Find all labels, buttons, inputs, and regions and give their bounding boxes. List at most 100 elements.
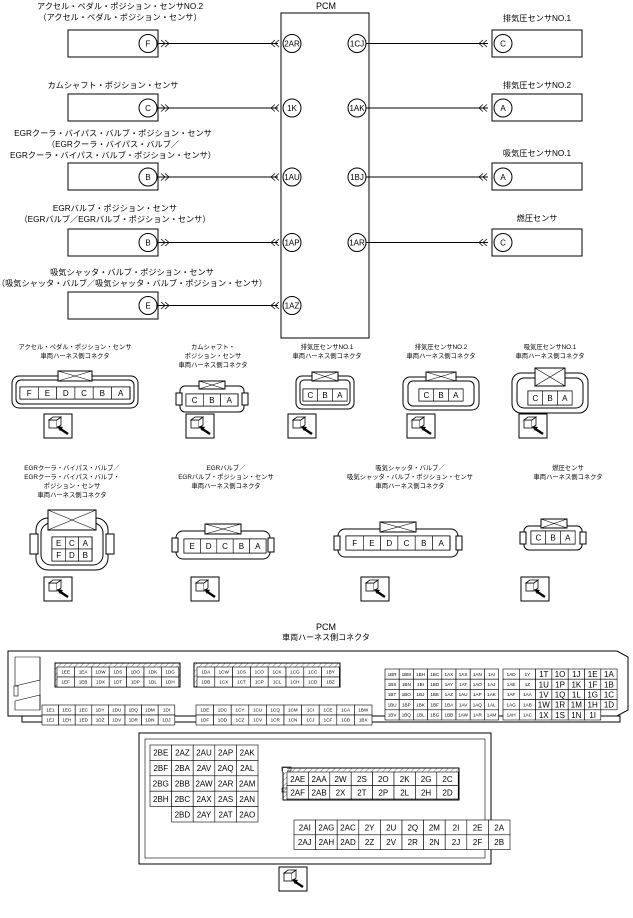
pin-label: 1BZ (326, 680, 335, 685)
pin-label: 1AQ (473, 702, 483, 707)
pin-cell: A (111, 386, 131, 400)
pin-cell: D (56, 386, 76, 400)
pin-cell: 1CG (285, 666, 305, 678)
pin-label: 1DA (201, 670, 211, 675)
pin-label: 1F (588, 680, 597, 689)
pin-cell: 1CI (301, 704, 320, 716)
pin-cell: 1CM (283, 704, 302, 716)
pin-cell: 2A (488, 819, 511, 836)
pin-label: 1BB (445, 713, 454, 718)
pin-label: 2Z (365, 838, 374, 847)
pin-cell: 1AM (484, 709, 499, 721)
pin-label: 1DP (131, 680, 140, 685)
pin-label: 2P (378, 788, 388, 797)
pin-cell: 1DM (141, 704, 159, 716)
pin-label: 1B (604, 680, 614, 689)
pin-cell: 1BZ (321, 676, 340, 688)
pin-cell: 1CO (250, 666, 269, 678)
pin-label: 2E (473, 823, 483, 832)
pin-cell: 1W (535, 699, 553, 711)
pin-cell: 2AG (315, 819, 338, 836)
pin-label: B (209, 396, 214, 405)
pin-cell: 1AJ (484, 678, 499, 690)
pin-label: 1E1 (46, 708, 55, 713)
pin-cell: 1DI (157, 704, 176, 716)
pin-label: 1Q (555, 691, 566, 700)
pin-cell: 1CL (267, 676, 287, 688)
conn-caption-egrc-4: 車両ハーネス側コネクタ (37, 490, 106, 499)
pin-cell: 2AQ (214, 760, 237, 777)
pin-cell: 1BU (384, 699, 400, 711)
pin-cell: 2D (436, 785, 459, 800)
pin-label: 1CB (341, 718, 350, 723)
pin-label: 1CC (308, 670, 318, 675)
pin-cell: 1AK (484, 689, 499, 700)
conn-caption-egrc-1: EGRクーラ・バイパス・バルブ／ (24, 463, 120, 472)
pin-label: 1BQ (402, 713, 412, 718)
pin-label: 1CR (271, 718, 281, 723)
sensor-label-cmp: カムシャフト・ポジション・センサ (47, 81, 178, 90)
pin-cell: 2G (415, 771, 438, 786)
pin-label: 2O (378, 775, 389, 784)
pin-cell: 1BE (427, 689, 443, 700)
pin-cell: 1DX (91, 676, 110, 688)
hand-icon (43, 576, 73, 602)
pin-cell: 1CT (232, 676, 251, 688)
pin-label: 2U (386, 823, 396, 832)
pin-cell: C (530, 530, 546, 545)
pin-cell: 1AN (469, 668, 485, 680)
pin-cell: 2U (380, 819, 403, 836)
pin-cell: 1T (535, 668, 553, 680)
pin-label: 2BA (175, 764, 191, 773)
pin-label: 2AF (290, 788, 305, 797)
hand-icon (43, 413, 73, 439)
pcm-pin-label: 1AU (284, 173, 300, 182)
pin-cell: 2N (423, 834, 446, 850)
hand-icon (278, 866, 308, 892)
chevron-left-icon (270, 39, 280, 48)
pin-cell: 1DL (143, 676, 162, 688)
pin-label: 1BP (402, 702, 411, 707)
pin-cell: 1EE (56, 666, 75, 678)
pin-cell: 1J (567, 668, 585, 680)
pin-label: E (56, 539, 61, 548)
pin-label: 1D (604, 701, 614, 710)
pin-label: 1O (555, 670, 566, 679)
pin-cell: 2Z (358, 834, 381, 850)
pin-cell: 1DC (213, 704, 232, 716)
pin-cell: 1DH (161, 676, 180, 688)
pin-label: 1N (571, 711, 581, 720)
pin-cell: B (545, 530, 561, 545)
pin-label: 1CV (253, 718, 263, 723)
pin-label: 1DJ (162, 718, 170, 723)
chevron-icons (160, 39, 488, 310)
sensor-label-fuel-pressure: 燃圧センサ (517, 213, 558, 223)
pin-label: C (535, 534, 541, 543)
pin-label: 1AS (459, 672, 468, 677)
pin-cell: A (432, 535, 451, 551)
chevron-right-icon (160, 104, 170, 112)
pin-cell: B (542, 390, 558, 406)
pin-cell: 1CS (232, 666, 251, 678)
pin-label: 1Y (525, 672, 531, 677)
pin-label: 2AC (340, 823, 356, 832)
pin-cell: 1AC (518, 709, 536, 721)
pin-cell: D (200, 538, 218, 554)
chevron-left-icon (478, 104, 488, 112)
pin-label: 1H (588, 701, 598, 710)
pin-cell: 1Y (518, 668, 536, 680)
pin-cell: 2BF (149, 760, 172, 777)
pin-label: A (255, 542, 261, 551)
conn-caption-egrv-1: EGRバルブ／ (207, 463, 247, 472)
sensor-label-intake-shutter-line2: （吸気シャッタ・バルブ／吸気シャッタ・バルブ・ポジション・センサ） (0, 278, 267, 288)
pin-cell: 1EF (56, 676, 75, 688)
pin-label: C (423, 391, 429, 400)
pin-cell: 1AF (502, 689, 520, 700)
pin-cell: 1A (600, 668, 618, 680)
pin-label: 1CN (288, 718, 297, 723)
pin-cell: 1CU (248, 704, 267, 716)
pin-cell: 1AP (469, 689, 485, 700)
